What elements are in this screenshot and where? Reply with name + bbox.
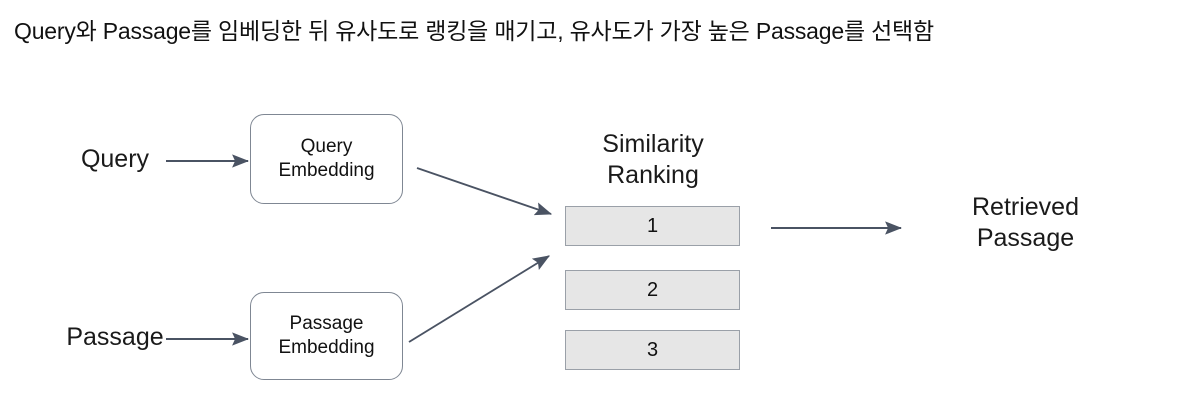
retrieved-passage-line2: Passage [976,224,1075,252]
node-passage-embedding[interactable]: Passage Embedding [250,292,403,380]
similarity-ranking-heading: Similarity Ranking [562,129,744,191]
passage-embedding-line1: Passage [289,313,364,334]
page-title: Query와 Passage를 임베딩한 뒤 유사도로 랭킹을 매기고, 유사도… [14,18,934,44]
node-query-embedding[interactable]: Query Embedding [250,114,403,204]
rank-item-1-label: 1 [646,214,659,237]
output-label-retrieved-passage: Retrieved Passage [933,192,1118,254]
rank-item-1[interactable]: 1 [565,206,740,246]
passage-embedding-line2: Embedding [278,337,375,358]
arrow-passage-embedding-to-ranking [408,255,550,343]
retrieved-passage-line1: Retrieved [972,193,1079,221]
arrow-query-embedding-to-ranking [416,167,553,216]
rank-item-3-label: 3 [646,338,659,361]
rank-item-3[interactable]: 3 [565,330,740,370]
query-embedding-line1: Query [300,136,353,157]
similarity-ranking-line1: Similarity [602,130,704,158]
query-embedding-line2: Embedding [278,160,375,181]
input-label-query: Query [80,145,150,173]
similarity-ranking-line2: Ranking [607,161,699,189]
rank-item-2[interactable]: 2 [565,270,740,310]
rank-item-2-label: 2 [646,278,659,301]
input-label-passage: Passage [66,323,164,351]
